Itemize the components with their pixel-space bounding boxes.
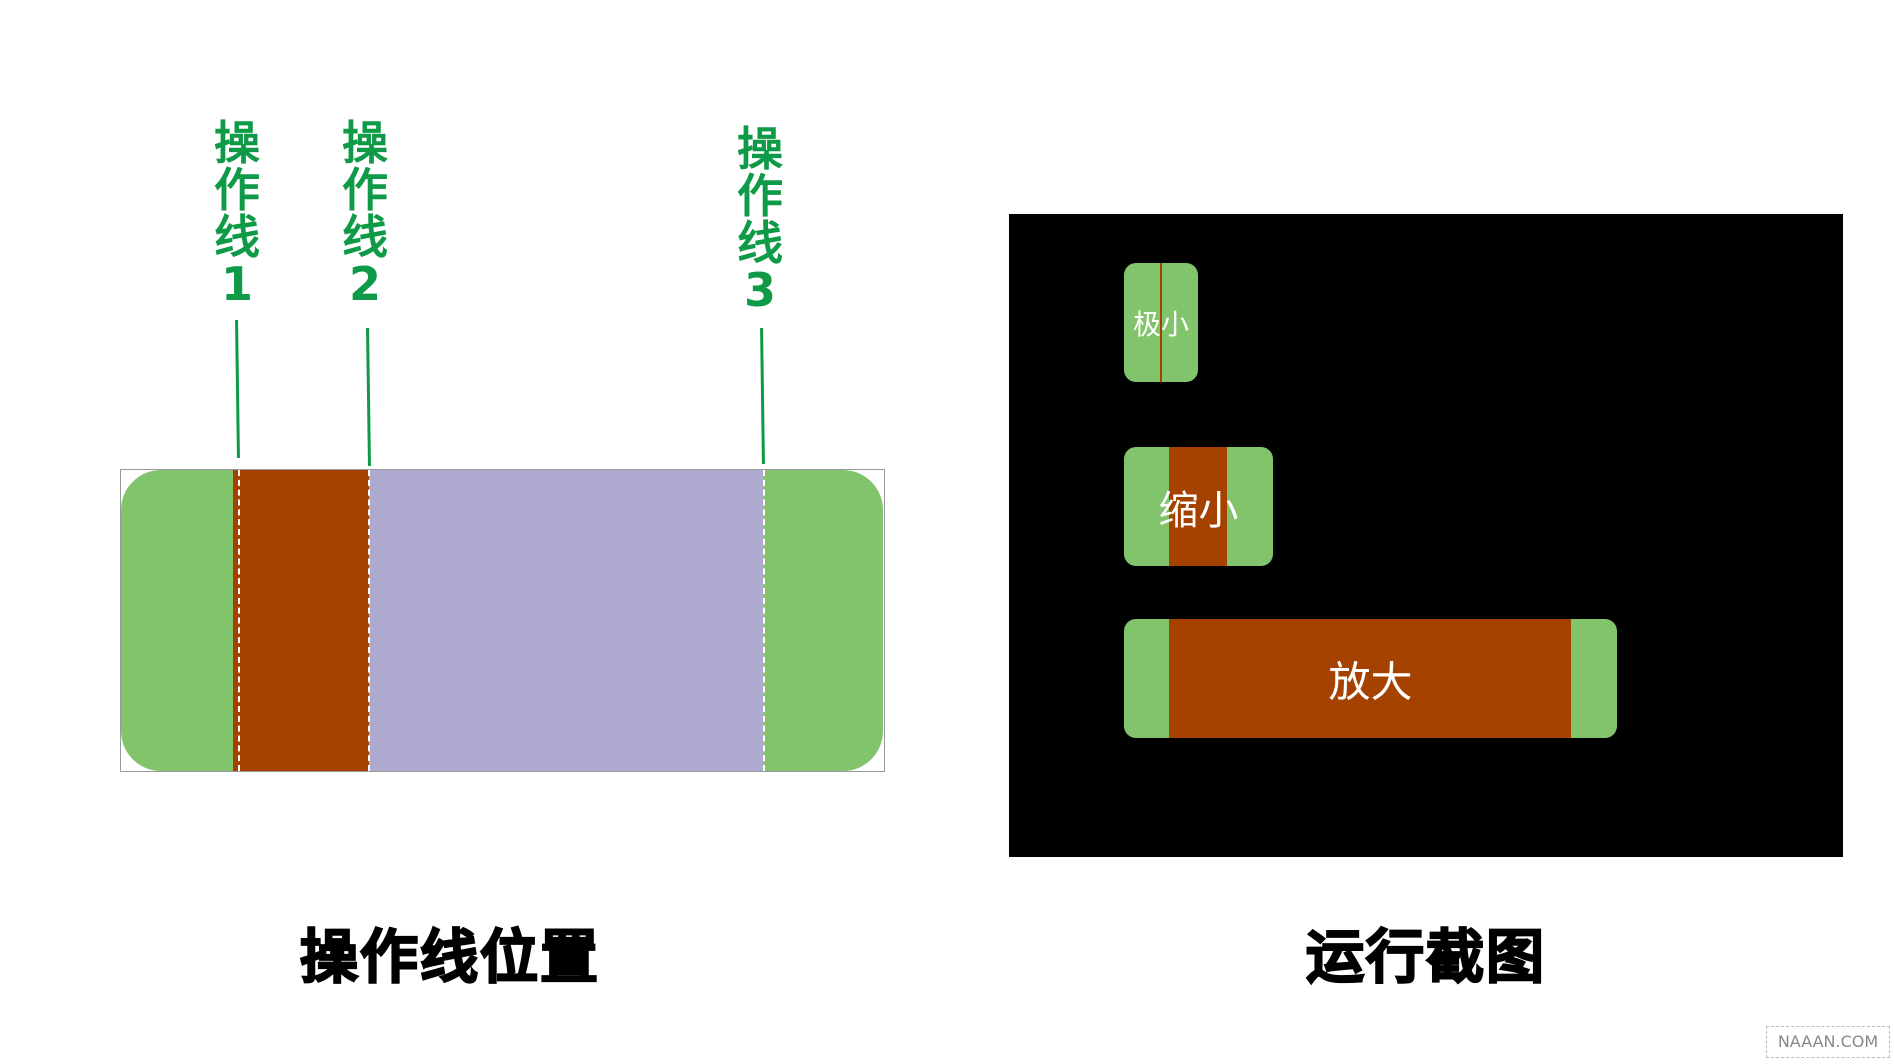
label-char: 线 <box>214 210 260 264</box>
stretch-region <box>1169 619 1571 738</box>
label-char: 操 <box>214 116 260 170</box>
operation-line-1 <box>238 470 240 771</box>
label-char: 线 <box>737 216 783 270</box>
nine-patch-frame <box>120 469 885 772</box>
button-label: 放大 <box>1328 657 1413 706</box>
left-green-region <box>121 470 233 771</box>
label-char: 作 <box>342 163 388 217</box>
content-purple-region <box>369 470 764 771</box>
button-label: 缩小 <box>1158 487 1239 534</box>
operation-line-3 <box>763 470 765 771</box>
stretch-brown-region <box>233 470 369 771</box>
button-label: 极小 <box>1132 307 1189 341</box>
operation-line-2 <box>368 470 370 771</box>
pointer-line-1 <box>235 319 240 459</box>
diagram-caption: 操作线位置 <box>299 922 600 992</box>
label-char: 作 <box>214 163 260 217</box>
label-number: 3 <box>743 263 776 317</box>
screenshot-caption: 运行截图 <box>1305 922 1546 992</box>
stretch-region <box>1160 263 1162 382</box>
enlarge-button[interactable]: 放大 <box>1124 619 1617 738</box>
shrink-button[interactable]: 缩小 <box>1124 447 1273 566</box>
label-number: 2 <box>348 257 381 311</box>
right-green-region <box>764 470 883 771</box>
run-screenshot: 极小 缩小 放大 <box>1009 214 1843 857</box>
label-number: 1 <box>220 257 253 311</box>
pointer-line-3 <box>760 327 765 465</box>
label-char: 操 <box>342 116 388 170</box>
label-char: 作 <box>737 169 783 223</box>
watermark: NAAAN.COM <box>1766 1026 1890 1058</box>
label-char: 操 <box>737 122 783 176</box>
pointer-line-2 <box>366 327 371 467</box>
stretch-region <box>1169 447 1227 566</box>
tiny-button[interactable]: 极小 <box>1124 263 1198 382</box>
label-char: 线 <box>342 210 388 264</box>
